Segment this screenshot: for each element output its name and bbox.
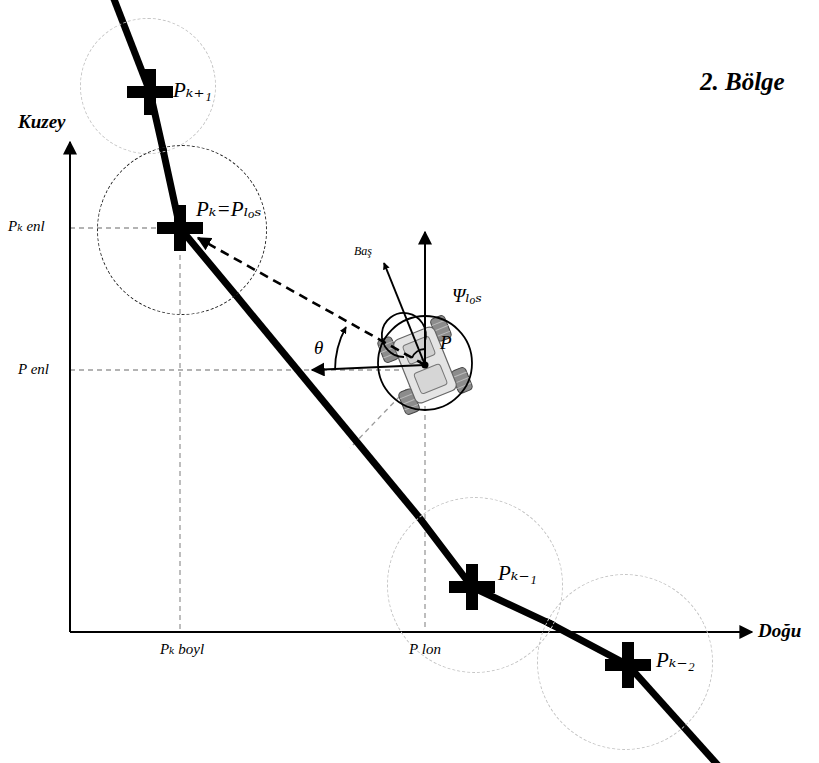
path-extension [112,0,724,763]
axis-tick-label: P lon [409,641,441,658]
region-title: 2. Bölge [700,68,785,96]
route-segment [547,622,554,625]
path-segment [419,517,472,587]
point-label: P [440,333,452,354]
axis-tick-label: Pₖ boyl [160,641,204,658]
path-segment [150,92,628,665]
route-segment [236,296,419,518]
heading-label: Baş [354,245,372,258]
axis-tick-label: Pₖ enl [8,218,45,235]
axis-title: Kuzey [18,112,66,133]
waypoint-circle: Pₖ=Pₗₒₛ [97,145,267,315]
route-segment [162,147,163,152]
waypoint-circle: Pₖ₊₁ [80,18,216,154]
angle-label: θ [314,338,323,359]
waypoint-label: Pₖ=Pₗₒₛ [196,198,262,221]
direction-arrows [198,232,425,370]
waypoint-label: Pₖ₊₁ [173,79,212,102]
axis-tick-label: P enl [18,361,49,378]
waypoint-cross [144,69,156,115]
waypoint-label: Pₖ₋₁ [498,562,537,585]
waypoint-cross [127,69,651,688]
waypoint-label: Pₖ₋₂ [656,649,695,672]
waypoint-cross [622,642,634,688]
path-segment [180,228,236,296]
path-segment [547,622,628,665]
waypoint-circle: Pₖ₋₂ [537,574,713,750]
angle-label: Ψₗₒₛ [452,286,482,307]
waypoint-cross [174,205,186,251]
axes [70,142,752,632]
waypoint-cross [466,564,478,610]
guide-lines [70,228,425,632]
axis-title: Doğu [758,621,801,642]
